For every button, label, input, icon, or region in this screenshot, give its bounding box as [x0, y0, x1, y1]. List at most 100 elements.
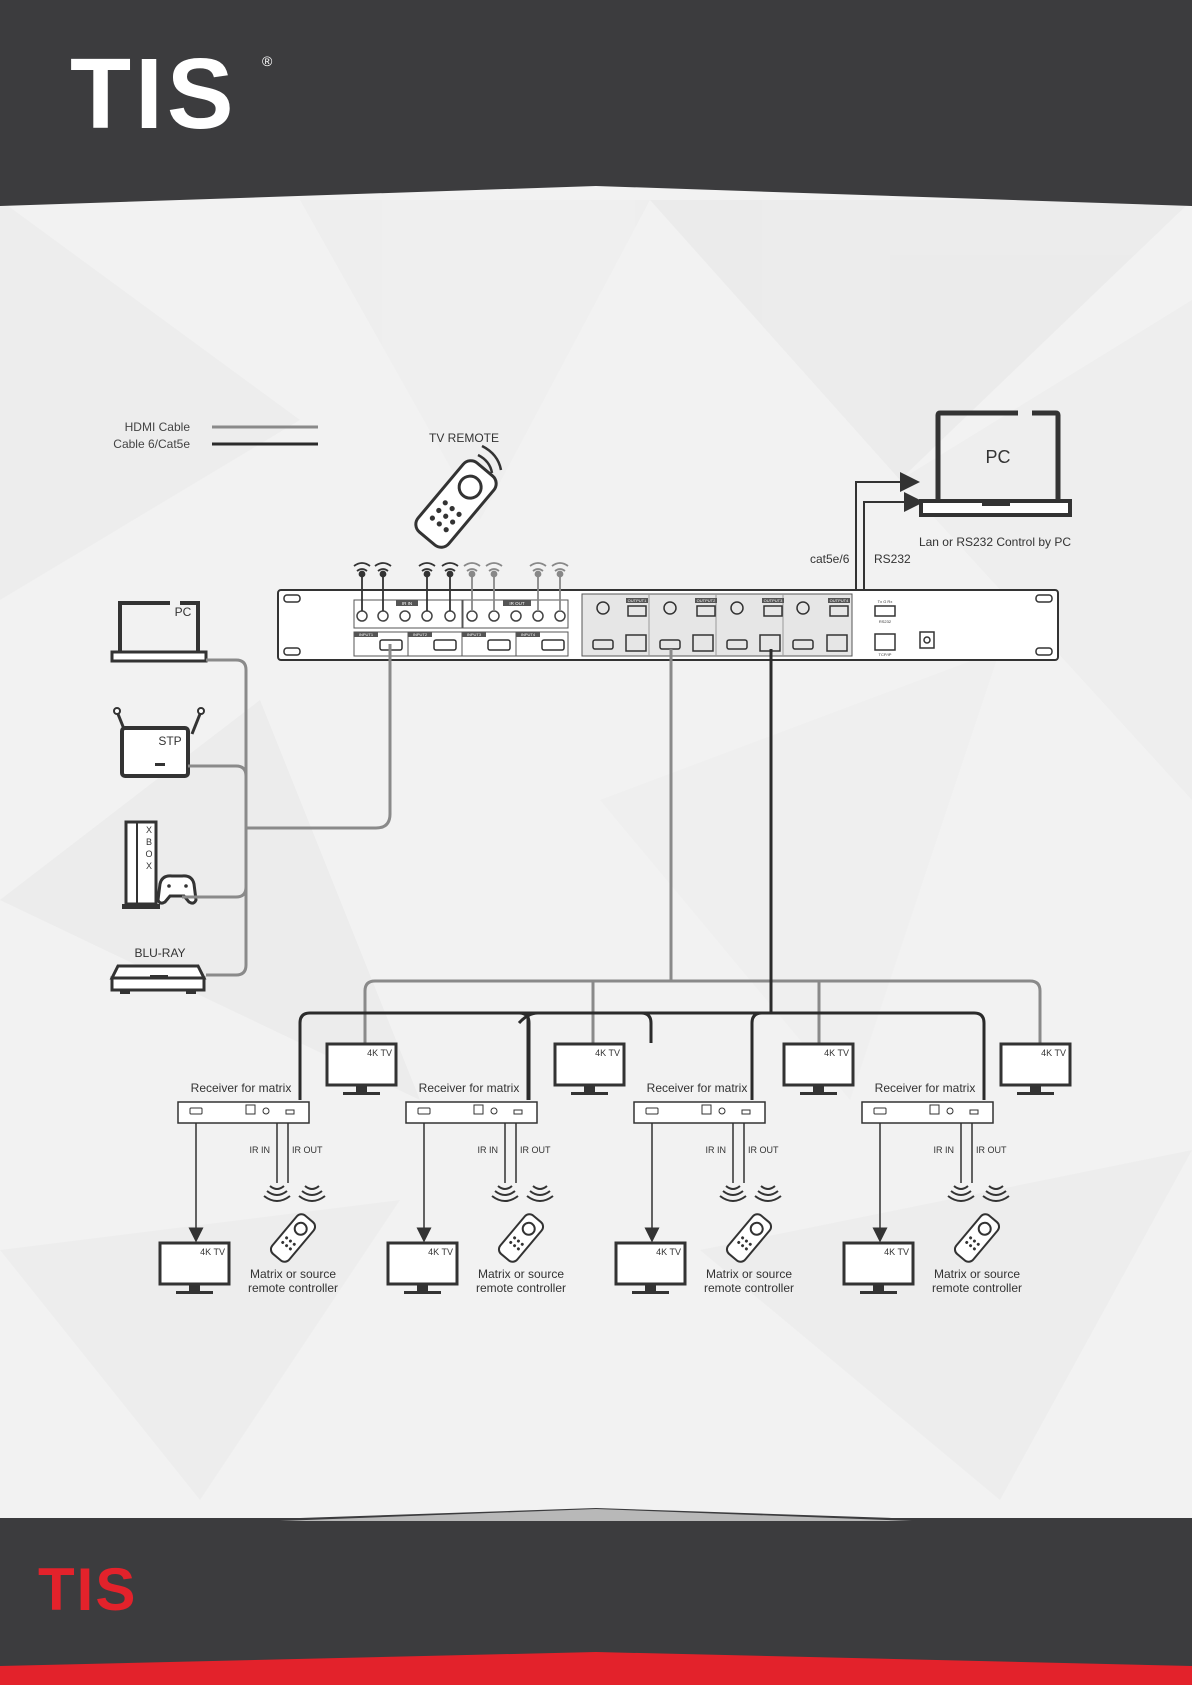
- remote-caption: Matrix or source: [478, 1267, 564, 1281]
- tv-label: 4K TV: [1041, 1048, 1066, 1058]
- background-facets: [0, 200, 1192, 1500]
- tv-label: 4K TV: [200, 1247, 225, 1257]
- input-label: INPUT4: [521, 632, 536, 637]
- receiver-group-3: Receiver for matrix IR IN IR OUT Matrix …: [614, 1081, 794, 1295]
- output-label: OUTPUT3: [764, 598, 783, 603]
- matrix-ir-out-label: IR OUT: [509, 601, 525, 606]
- footer-logo: TIS: [38, 1556, 137, 1623]
- receiver-group-1: Receiver for matrix IR IN IR OUT Matrix …: [158, 1081, 338, 1295]
- remote-icon: [269, 1213, 317, 1263]
- receiver-label: Receiver for matrix: [647, 1081, 748, 1095]
- tv-icon: 4K TV: [325, 1042, 398, 1095]
- tv-label: 4K TV: [884, 1247, 909, 1257]
- tv-icon: 4K TV: [553, 1042, 626, 1095]
- receiver-box: [405, 1101, 538, 1124]
- footer: TIS: [0, 1508, 1192, 1685]
- tv-icon: 4K TV: [386, 1241, 459, 1294]
- receiver-group-4: Receiver for matrix IR IN IR OUT Matrix …: [842, 1081, 1022, 1295]
- matrix-inputs: INPUT1 INPUT2 INPUT3 INPUT4: [354, 632, 540, 637]
- receiver-label: Receiver for matrix: [191, 1081, 292, 1095]
- remote-caption: remote controller: [476, 1281, 566, 1295]
- tv-icon: 4K TV: [999, 1042, 1072, 1095]
- legend-hdmi-label: HDMI Cable: [125, 420, 191, 434]
- output-label: OUTPUT1: [628, 598, 647, 603]
- source-stp-label: STP: [158, 734, 181, 748]
- tv-label: 4K TV: [428, 1247, 453, 1257]
- receiver-box: [861, 1101, 994, 1124]
- control-pc-label: PC: [985, 447, 1010, 467]
- matrix-tcpip-label: TCP/IP: [879, 652, 892, 657]
- receiver-group-2: Receiver for matrix IR IN IR OUT Matrix …: [386, 1081, 566, 1295]
- remote-icon: [497, 1213, 545, 1263]
- receiver-label: Receiver for matrix: [875, 1081, 976, 1095]
- output-label: OUTPUT4: [830, 598, 849, 603]
- receiver-label: Receiver for matrix: [419, 1081, 520, 1095]
- input-label: INPUT2: [413, 632, 428, 637]
- upper-tvs: 4K TV 4K TV 4K TV 4K TV: [325, 1042, 1072, 1095]
- source-hdmi-cables: [182, 644, 392, 977]
- tv-icon: 4K TV: [614, 1241, 687, 1294]
- remote-caption: Matrix or source: [706, 1267, 792, 1281]
- remote-caption: remote controller: [704, 1281, 794, 1295]
- header-logo: TIS: [70, 38, 238, 150]
- source-xbox: X B O X: [122, 820, 198, 909]
- matrix-ir-emitters: [353, 562, 569, 611]
- output-label: OUTPUT2: [697, 598, 716, 603]
- control-pc: PC Lan or RS232 Control by PC: [919, 410, 1072, 549]
- receiver-ir-in-label: IR IN: [705, 1145, 726, 1155]
- tv-label: 4K TV: [656, 1247, 681, 1257]
- source-stp: STP: [113, 707, 205, 778]
- tv-icon: 4K TV: [782, 1042, 855, 1095]
- remote-caption: remote controller: [932, 1281, 1022, 1295]
- source-pc: PC: [110, 601, 208, 663]
- matrix-rs232-pins: Tx G Rx: [878, 599, 893, 604]
- remote-icon: [414, 459, 498, 549]
- legend: HDMI Cable Cable 6/Cat5e: [113, 420, 318, 451]
- tv-label: 4K TV: [595, 1048, 620, 1058]
- remote-icon: [725, 1213, 773, 1263]
- receiver-groups: Receiver for matrix IR IN IR OUT Matrix …: [158, 1081, 1022, 1295]
- tv-icon: 4K TV: [158, 1241, 231, 1294]
- receiver-box: [633, 1101, 766, 1124]
- receiver-ir-in-label: IR IN: [249, 1145, 270, 1155]
- tv-label: 4K TV: [367, 1048, 392, 1058]
- tv-label: 4K TV: [824, 1048, 849, 1058]
- remote-caption: Matrix or source: [250, 1267, 336, 1281]
- cat-label: cat5e/6: [810, 552, 850, 566]
- receiver-ir-in-label: IR IN: [477, 1145, 498, 1155]
- registered-mark: ®: [262, 53, 273, 69]
- xbox-letter: X: [146, 861, 152, 871]
- receiver-ir-out-label: IR OUT: [748, 1145, 779, 1155]
- xbox-letter: B: [146, 837, 152, 847]
- xbox-letter: X: [146, 825, 152, 835]
- receiver-ir-in-label: IR IN: [933, 1145, 954, 1155]
- source-devices: PC STP X B O X BLU-RAY: [109, 601, 208, 994]
- receiver-box: [177, 1101, 310, 1124]
- receiver-ir-out-label: IR OUT: [520, 1145, 551, 1155]
- rs232-label: RS232: [874, 552, 911, 566]
- tv-remote-label: TV REMOTE: [429, 431, 499, 445]
- input-label: INPUT1: [359, 632, 374, 637]
- xbox-letter: O: [145, 849, 152, 859]
- remote-caption: Matrix or source: [934, 1267, 1020, 1281]
- receiver-ir-out-label: IR OUT: [976, 1145, 1007, 1155]
- remote-icon: [953, 1213, 1001, 1263]
- legend-cat-label: Cable 6/Cat5e: [113, 437, 190, 451]
- remote-caption: remote controller: [248, 1281, 338, 1295]
- matrix-ir-in-label: IR IN: [402, 601, 412, 606]
- tv-remote: TV REMOTE: [414, 431, 503, 549]
- tv-icon: 4K TV: [842, 1241, 915, 1294]
- header: TIS ®: [0, 0, 1192, 206]
- matrix-rs232-label: RS232: [879, 619, 892, 624]
- matrix-unit: IR IN IR OUT INPUT1 INPUT2 INPUT3 INPUT4: [277, 589, 1059, 661]
- matrix-outputs: OUTPUT1 OUTPUT2 OUTPUT3 OUTPUT4: [626, 598, 850, 603]
- source-pc-label: PC: [175, 605, 192, 619]
- source-bluray: BLU-RAY: [109, 946, 207, 994]
- control-pc-caption: Lan or RS232 Control by PC: [919, 535, 1071, 549]
- cat-distribution: [298, 649, 986, 1100]
- receiver-ir-out-label: IR OUT: [292, 1145, 323, 1155]
- source-bluray-label: BLU-RAY: [134, 946, 185, 960]
- input-label: INPUT3: [467, 632, 482, 637]
